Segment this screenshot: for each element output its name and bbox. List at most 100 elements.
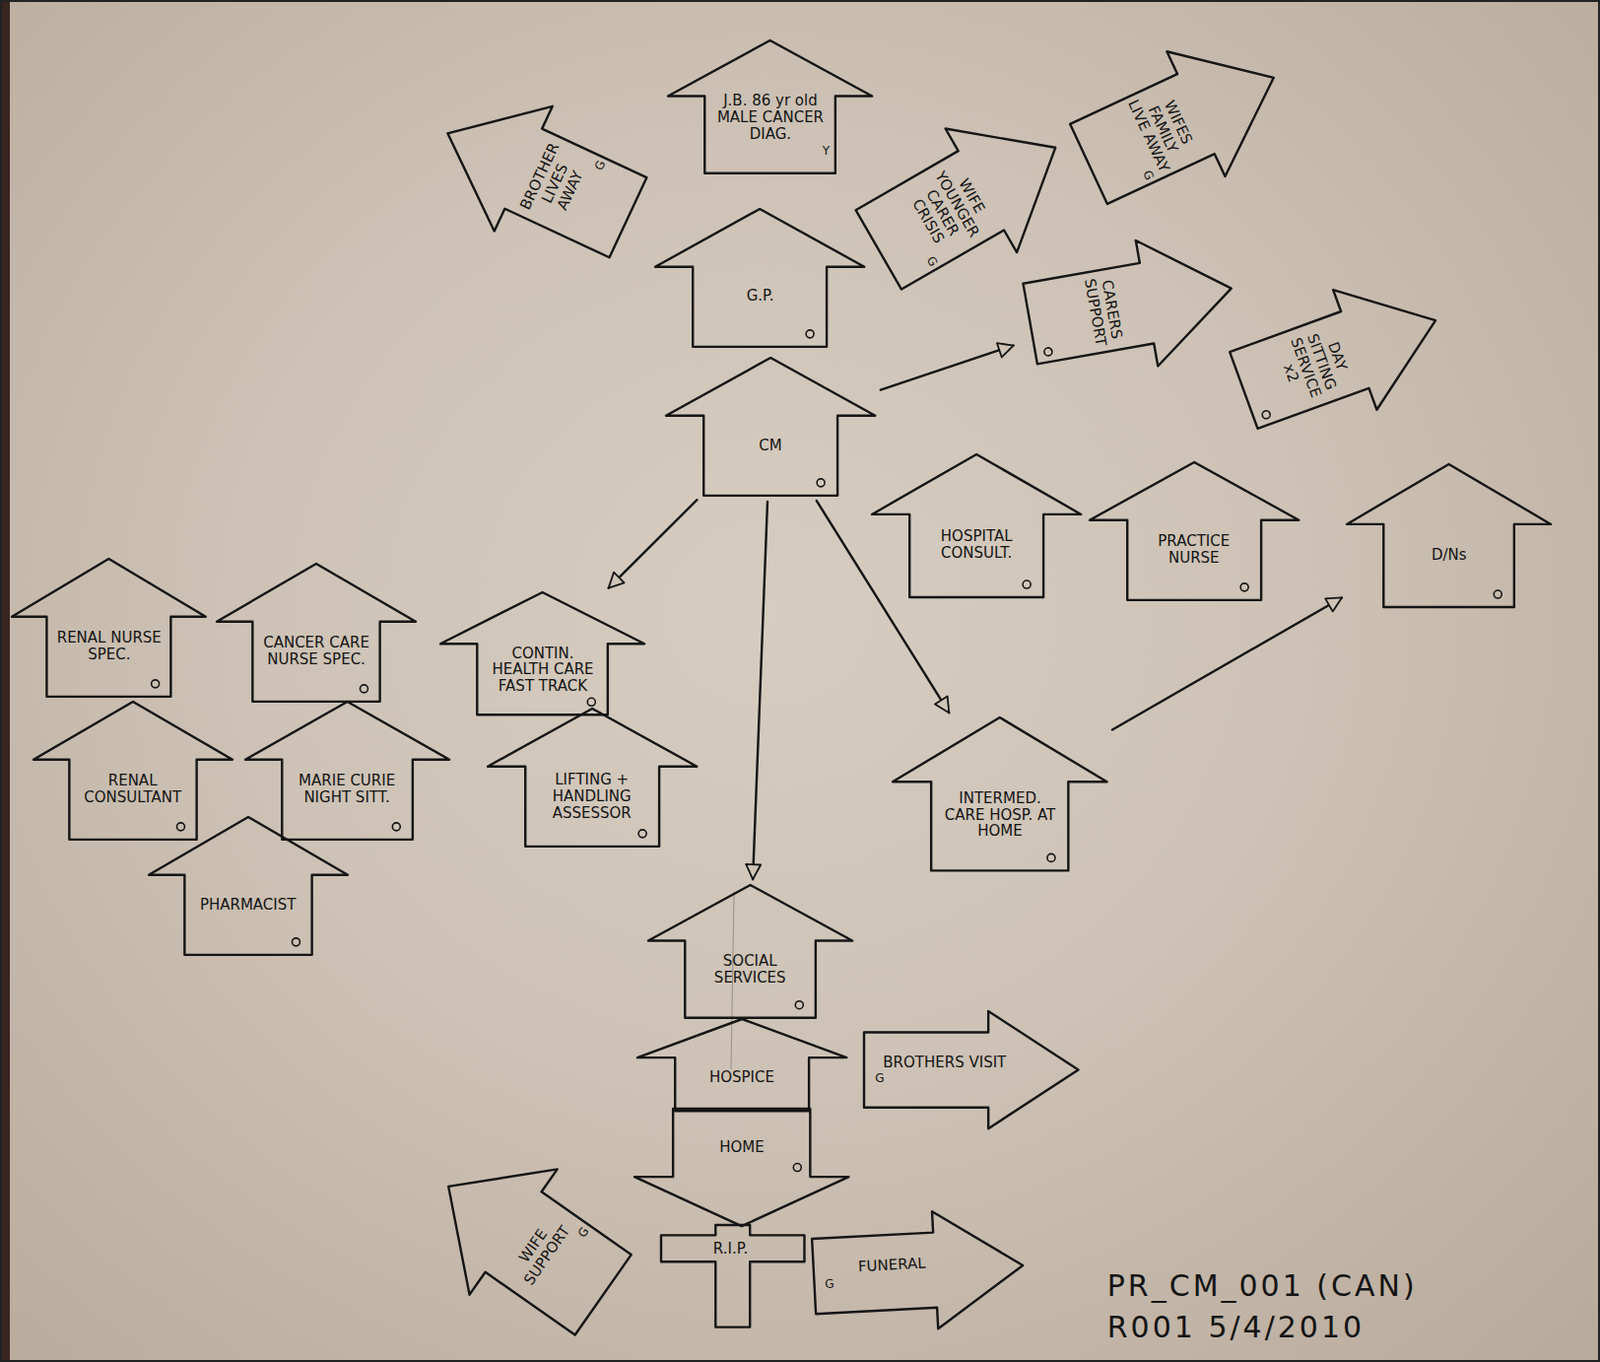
node-label: FUNERAL xyxy=(823,1253,961,1277)
shape-outline xyxy=(634,1108,850,1226)
text-area: CANCER CARE NURSE SPEC. xyxy=(258,607,374,695)
arrow-connector xyxy=(816,500,949,713)
house-shape-box: HOSPICE xyxy=(637,1018,847,1111)
shape-outline xyxy=(1089,462,1299,600)
shape-outline xyxy=(810,1206,1026,1335)
text-stack: CONTIN. HEALTH CARE FAST TRACK xyxy=(483,645,602,695)
shape-outline xyxy=(667,40,872,174)
text-stack: BROTHERS VISITG xyxy=(874,1054,1014,1086)
node-label: PHARMACIST xyxy=(190,896,306,914)
house-shape-box: RENAL CONSULTANT xyxy=(33,701,233,840)
node-label: BROTHERS VISIT xyxy=(874,1054,1014,1071)
text-stack: PRACTICE NURSE xyxy=(1133,533,1255,567)
text-stack: HOSPICE xyxy=(680,1068,802,1086)
shape-outline xyxy=(1346,464,1551,607)
text-stack: MARIE CURIE NIGHT SITT. xyxy=(287,772,406,806)
house-outline xyxy=(871,454,1081,598)
node-label: INTERMED. CARE HOSP. AT HOME xyxy=(937,790,1063,840)
shape-outline xyxy=(892,717,1108,870)
shape-outline xyxy=(637,1018,847,1111)
house-outline xyxy=(1346,464,1551,607)
text-stack: WIFE SUPPORTG xyxy=(501,1204,593,1306)
node-label: WIFE YOUNGER CARER CRISIS xyxy=(900,156,1000,262)
tag-hole xyxy=(806,330,815,338)
text-stack: PHARMACIST xyxy=(190,896,306,914)
node-label: R.I.P. xyxy=(665,1240,797,1258)
marker-letter: G xyxy=(824,1277,835,1292)
house-outline xyxy=(655,208,865,347)
house-shape-box: RENAL NURSE SPEC. xyxy=(11,558,206,697)
house-shape-box: FUNERALG xyxy=(810,1206,1026,1335)
tag-hole xyxy=(1261,409,1271,420)
reference-note: PR_CM_001 (CAN) xyxy=(1107,1267,1418,1303)
shape-outline xyxy=(148,816,348,955)
text-stack: FUNERALG xyxy=(823,1253,961,1292)
text-stack: R.I.P. xyxy=(665,1240,797,1258)
text-stack: J.B. 86 yr old MALE CANCER DIAG.Y xyxy=(711,92,830,158)
text-stack: INTERMED. CARE HOSP. AT HOME xyxy=(937,790,1063,840)
shape-outline xyxy=(245,701,450,840)
text-area: HOSPICE xyxy=(680,1048,802,1107)
node-label: CANCER CARE NURSE SPEC. xyxy=(258,634,374,668)
tag-hole xyxy=(392,822,400,831)
house-shape-box: J.B. 86 yr old MALE CANCER DIAG.Y xyxy=(667,40,872,174)
house-outline xyxy=(245,701,450,840)
tag-hole xyxy=(291,937,300,946)
house-shape-box: CONTIN. HEALTH CARE FAST TRACK xyxy=(440,592,645,715)
text-stack: CANCER CARE NURSE SPEC. xyxy=(258,634,374,668)
tag-hole xyxy=(1047,854,1056,863)
house-outline xyxy=(216,563,416,702)
text-area: BROTHER LIVES AWAYG xyxy=(488,124,637,250)
node-label: CARERS SUPPORT xyxy=(1080,271,1127,351)
marker-letter: G xyxy=(1139,168,1156,183)
shape-outline xyxy=(655,208,865,347)
text-stack: CM xyxy=(709,437,831,455)
house-outline xyxy=(403,1123,647,1357)
shape-outline xyxy=(648,884,853,1018)
shape-outline xyxy=(216,563,416,702)
text-area: D/Ns xyxy=(1390,510,1509,600)
node-label: HOSPITAL CONSULT. xyxy=(916,528,1038,562)
text-area: WIFE SUPPORTG xyxy=(471,1184,621,1326)
node-label: CM xyxy=(709,437,831,455)
house-shape-box: G.P. xyxy=(655,208,865,347)
shape-outline xyxy=(864,1010,1079,1129)
shape-outline xyxy=(33,701,233,840)
text-stack: LIFTING + HANDLING ASSESSOR xyxy=(531,771,653,821)
text-area: RENAL CONSULTANT xyxy=(74,745,191,833)
tag-hole xyxy=(1022,580,1031,589)
text-area: MARIE CURIE NIGHT SITT. xyxy=(287,745,406,833)
text-area: WIFES FAMILY LIVE AWAYG xyxy=(1081,68,1233,197)
house-outline xyxy=(637,1018,847,1111)
node-label: PRACTICE NURSE xyxy=(1133,533,1255,567)
shape-outline xyxy=(1221,260,1458,451)
tag-hole xyxy=(1493,590,1502,599)
reference-note: R001 5/4/2010 xyxy=(1107,1309,1365,1344)
shape-outline xyxy=(11,558,206,697)
shape-outline xyxy=(666,357,875,496)
text-area: HOSPITAL CONSULT. xyxy=(916,499,1038,590)
text-area: HOME xyxy=(679,1114,804,1182)
house-outline xyxy=(666,357,875,496)
tag-hole xyxy=(816,478,825,487)
house-shape-box: DAY SITTING SERVICE x2 xyxy=(1221,260,1458,451)
house-outline xyxy=(33,701,233,840)
house-outline xyxy=(1018,225,1243,387)
house-outline xyxy=(148,816,348,955)
house-shape-box: BROTHER LIVES AWAYG xyxy=(418,70,658,280)
house-shape-box: R.I.P. xyxy=(661,1224,800,1328)
marker-letter: G xyxy=(575,1224,592,1240)
text-stack: HOME xyxy=(679,1138,804,1156)
text-stack: G.P. xyxy=(699,287,821,305)
house-shape-box: CANCER CARE NURSE SPEC. xyxy=(216,563,416,702)
node-label: J.B. 86 yr old MALE CANCER DIAG. xyxy=(711,92,830,142)
text-area: WIFE YOUNGER CARER CRISISG xyxy=(866,144,1020,281)
house-shape-box: D/Ns xyxy=(1346,464,1551,607)
tag-hole xyxy=(638,829,647,838)
text-stack: RENAL NURSE SPEC. xyxy=(53,629,166,664)
house-shape-box: WIFE SUPPORTG xyxy=(403,1123,647,1357)
marker-letter: G xyxy=(592,158,608,173)
tag-hole xyxy=(1043,346,1053,356)
